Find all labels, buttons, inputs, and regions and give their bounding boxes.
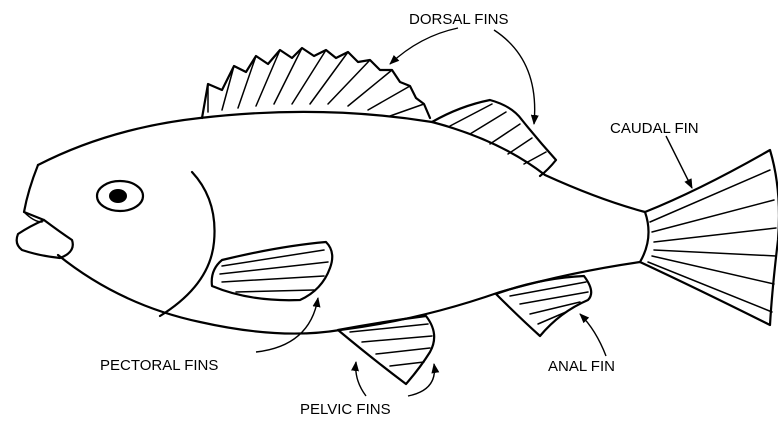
label-dorsal-fins: DORSAL FINS xyxy=(409,11,508,28)
label-anal-fin: ANAL FIN xyxy=(548,358,615,375)
label-caudal-fin: CAUDAL FIN xyxy=(610,120,699,137)
fish-eye xyxy=(97,181,143,211)
anal-fin xyxy=(496,276,591,336)
anal-arrow xyxy=(580,314,606,356)
pectoral-arrow xyxy=(256,298,318,352)
pelvic-fin xyxy=(338,316,434,384)
pectoral-fin xyxy=(212,242,333,300)
caudal-fin xyxy=(640,150,778,325)
pelvic-arrows xyxy=(356,362,435,396)
caudal-arrow xyxy=(666,136,692,188)
label-pelvic-fins: PELVIC FINS xyxy=(300,401,391,418)
second-dorsal-fin xyxy=(432,100,556,176)
label-pectoral-fins: PECTORAL FINS xyxy=(100,357,218,374)
fish-mouth xyxy=(17,165,73,258)
fish-body xyxy=(38,112,649,334)
